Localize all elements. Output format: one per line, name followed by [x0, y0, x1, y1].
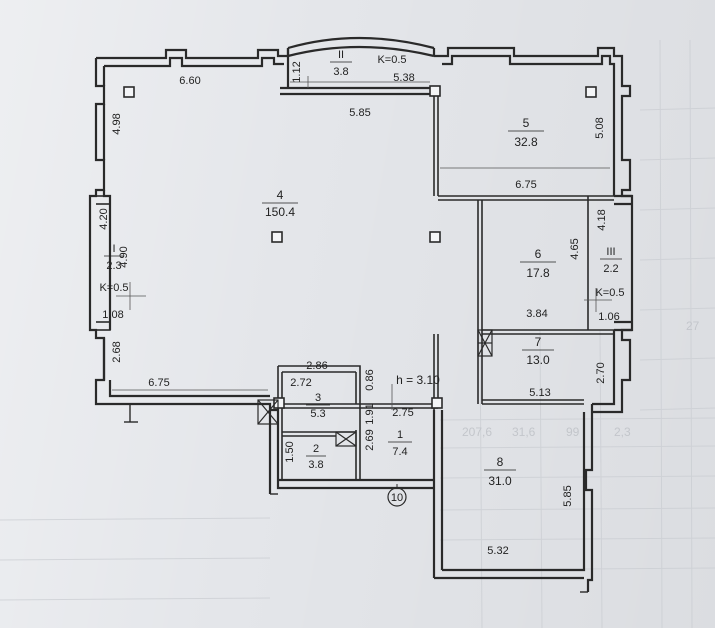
background-ghost-text: 207,6 31,6 99 2,3 27 [462, 319, 700, 439]
interior-walls [96, 94, 614, 480]
column-marker [273, 397, 285, 409]
svg-text:5: 5 [523, 116, 530, 130]
entrance-marker: 10 [387, 484, 407, 507]
room-1-label: 1 7.4 [388, 429, 412, 458]
svg-text:99: 99 [566, 425, 580, 439]
svg-text:2.70: 2.70 [595, 362, 607, 383]
svg-text:1: 1 [397, 429, 403, 441]
svg-text:7: 7 [535, 335, 542, 349]
column-marker [123, 86, 135, 98]
svg-text:3.8: 3.8 [308, 459, 323, 471]
column-marker [271, 231, 283, 243]
svg-text:2.86: 2.86 [306, 360, 327, 372]
balcony-III-label: III 2.2 K=0.5 [595, 246, 624, 299]
svg-text:II: II [338, 49, 344, 61]
svg-text:4.18: 4.18 [596, 209, 608, 230]
entrance-marker-label: 10 [391, 492, 403, 504]
column-marker [431, 397, 443, 409]
column-marker [429, 85, 441, 97]
svg-text:3: 3 [315, 392, 321, 404]
svg-text:0.86: 0.86 [364, 369, 376, 390]
svg-text:32.8: 32.8 [514, 135, 538, 149]
svg-text:1.06: 1.06 [598, 311, 619, 323]
room-8-label: 8 31.0 [484, 455, 516, 488]
svg-text:31.0: 31.0 [488, 474, 512, 488]
room-6-label: 6 17.8 [520, 247, 556, 280]
svg-text:2,3: 2,3 [614, 425, 631, 439]
svg-text:4.98: 4.98 [111, 113, 123, 134]
room-5-label: 5 32.8 [508, 116, 544, 149]
svg-text:1.91: 1.91 [364, 403, 376, 424]
svg-text:2.2: 2.2 [603, 263, 618, 275]
ventilation-shafts [257, 329, 493, 447]
svg-text:207,6: 207,6 [462, 425, 492, 439]
svg-text:4: 4 [277, 188, 284, 202]
svg-text:2.68: 2.68 [111, 341, 123, 362]
svg-text:6.75: 6.75 [148, 377, 169, 389]
svg-text:5.3: 5.3 [310, 408, 325, 420]
svg-text:K=0.5: K=0.5 [99, 282, 128, 294]
room-4-label: 4 150.4 [262, 188, 298, 219]
svg-text:III: III [606, 246, 615, 258]
svg-text:2.72: 2.72 [290, 377, 311, 389]
svg-text:I: I [112, 243, 115, 255]
shaft-2 [335, 431, 357, 447]
svg-text:2.3: 2.3 [106, 260, 121, 272]
svg-text:3.8: 3.8 [333, 66, 348, 78]
dimension-labels: 6.60 1.12 5.38 5.85 4.98 5.08 6.75 4.20 … [98, 61, 620, 557]
wall-ticks [124, 404, 588, 593]
svg-text:1.08: 1.08 [102, 309, 123, 321]
svg-text:4.65: 4.65 [569, 238, 581, 259]
svg-text:5.13: 5.13 [529, 387, 550, 399]
shaft-hall [257, 399, 279, 425]
svg-text:31,6: 31,6 [512, 425, 536, 439]
svg-text:2.69: 2.69 [364, 429, 376, 450]
svg-text:1.12: 1.12 [291, 61, 303, 82]
svg-text:13.0: 13.0 [526, 353, 550, 367]
room-3-label: 3 5.3 [306, 392, 330, 420]
balcony-I-label: I 2.3 K=0.5 [99, 243, 128, 294]
balcony-II-label: II 3.8 K=0.5 [330, 49, 407, 78]
svg-text:8: 8 [497, 455, 504, 469]
svg-text:17.8: 17.8 [526, 266, 550, 280]
svg-text:5.85: 5.85 [562, 485, 574, 506]
svg-text:2: 2 [313, 443, 319, 455]
svg-text:150.4: 150.4 [265, 205, 295, 219]
room-2-label: 2 3.8 [306, 443, 326, 471]
svg-text:6.75: 6.75 [515, 179, 536, 191]
svg-text:K=0.5: K=0.5 [377, 54, 406, 66]
svg-text:K=0.5: K=0.5 [595, 287, 624, 299]
svg-text:4.90: 4.90 [118, 246, 130, 267]
balcony-I-frame [89, 195, 111, 331]
exterior-walls [88, 36, 634, 592]
svg-text:7.4: 7.4 [392, 446, 407, 458]
svg-text:3.84: 3.84 [526, 308, 547, 320]
room-7-label: 7 13.0 [522, 335, 554, 367]
svg-text:5.08: 5.08 [594, 117, 606, 138]
svg-text:4.20: 4.20 [98, 208, 110, 229]
dimension-lines [112, 76, 612, 410]
svg-text:2.75: 2.75 [392, 407, 413, 419]
column-marker [585, 86, 597, 98]
svg-text:27: 27 [686, 319, 700, 333]
svg-text:5.38: 5.38 [393, 72, 414, 84]
svg-text:5.32: 5.32 [487, 545, 508, 557]
svg-text:1.50: 1.50 [284, 441, 296, 462]
columns [123, 85, 597, 409]
svg-text:5.85: 5.85 [349, 107, 370, 119]
ceiling-height-label: h = 3.10 [396, 373, 440, 387]
svg-text:6: 6 [535, 247, 542, 261]
column-marker [429, 231, 441, 243]
svg-text:6.60: 6.60 [179, 75, 200, 87]
